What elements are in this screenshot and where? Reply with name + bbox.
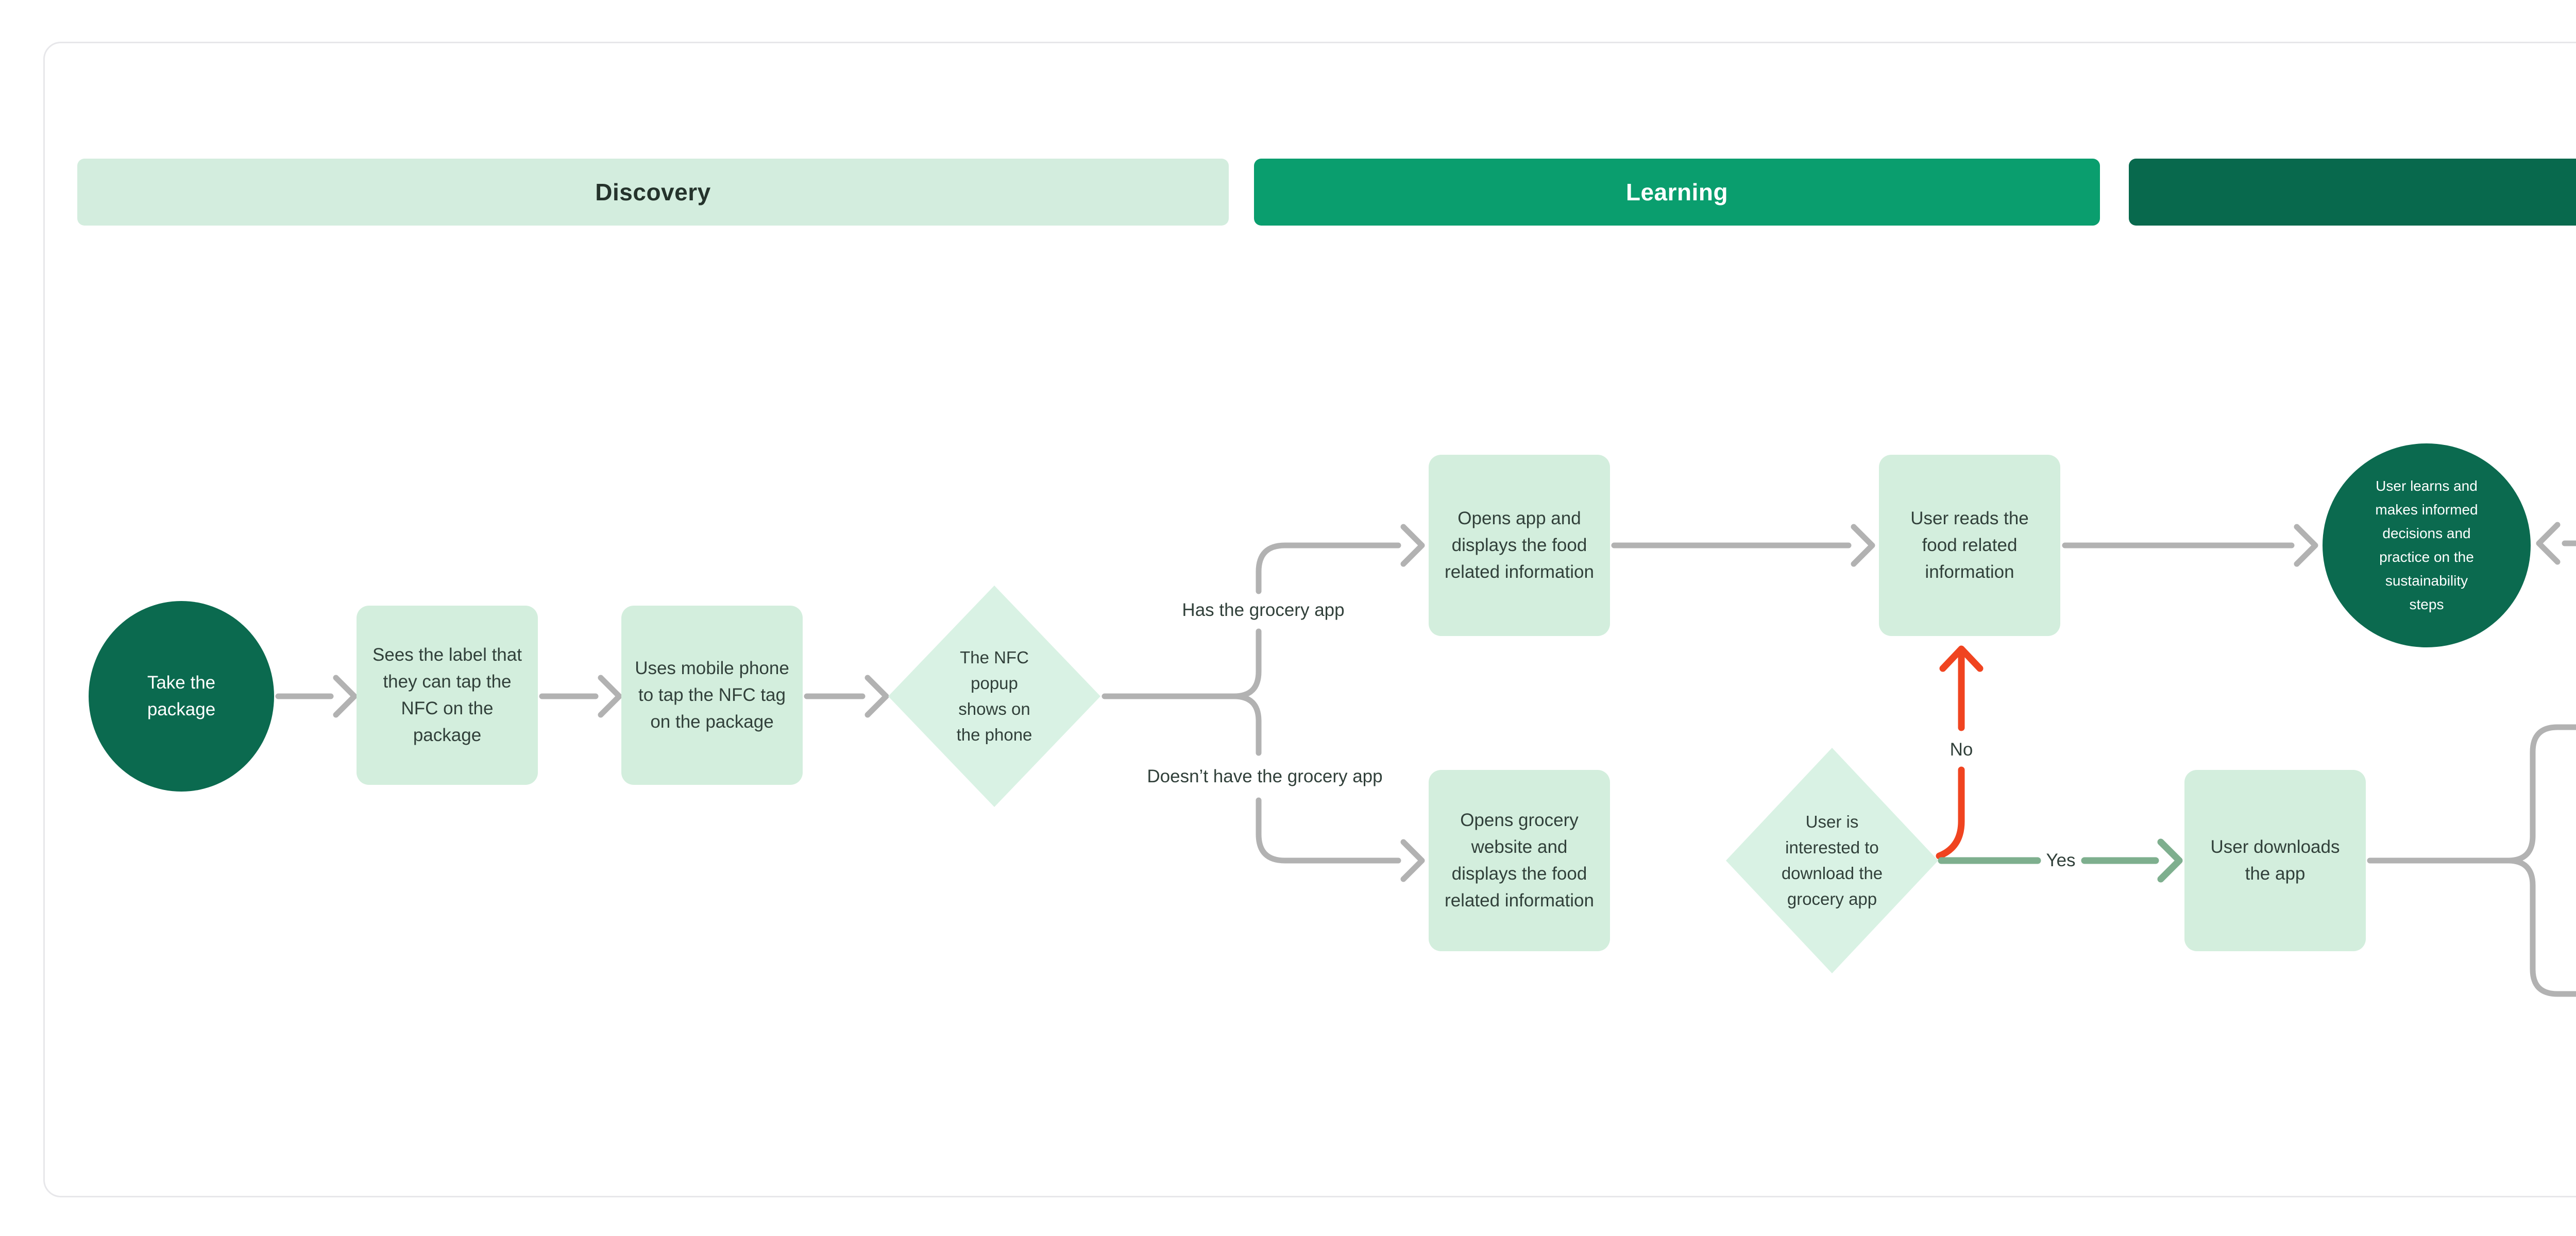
- node-opens-website-text: Opens grocery website and displays the f…: [1445, 810, 1594, 911]
- node-interested-text: User is interested to download the groce…: [1781, 812, 1883, 908]
- node-user-learns-text: User learns and makes informed decisions…: [2375, 478, 2478, 612]
- arrowhead: [865, 675, 889, 718]
- node-uses-phone-text: Uses mobile phone to tap the NFC tag on …: [635, 658, 789, 732]
- edge-label-yes: Yes: [2046, 850, 2076, 870]
- edge-label-has-app: Has the grocery app: [1182, 600, 1345, 620]
- edge-downloads-to-creates: [2505, 857, 2576, 997]
- edge-hasapp-to-opensapp: [1256, 542, 1401, 594]
- node-opens-app-text: Opens app and displays the food related …: [1445, 508, 1594, 582]
- node-uses-phone[interactable]: Uses mobile phone to tap the NFC tag on …: [621, 606, 803, 785]
- node-user-learns[interactable]: User learns and makes informed decisions…: [2323, 443, 2531, 647]
- node-nfc-popup-text: The NFC popup shows on the phone: [956, 648, 1032, 744]
- arrowhead: [2294, 524, 2318, 567]
- arrowhead: [333, 675, 358, 718]
- node-take-package[interactable]: Take the package: [89, 601, 274, 792]
- node-downloads-app[interactable]: User downloads the app: [2184, 770, 2366, 951]
- phase-label-learning: Learning: [1625, 179, 1728, 205]
- phase-band-discovery[interactable]: Discovery: [77, 159, 1229, 226]
- edge-no-lower: [1936, 766, 1965, 860]
- node-sees-label-text: Sees the label that they can tap the NFC…: [372, 645, 522, 745]
- node-sees-label[interactable]: Sees the label that they can tap the NFC…: [357, 606, 538, 785]
- node-take-package-label: Take the package: [147, 673, 216, 719]
- arrowhead: [2536, 522, 2561, 565]
- no-connector: [1936, 645, 1984, 860]
- arrowhead: [1400, 839, 1425, 882]
- node-opens-app[interactable]: Opens app and displays the food related …: [1429, 455, 1610, 636]
- edge-downloads-to-guest: [2367, 724, 2576, 864]
- arrowhead-up-red: [1939, 645, 1984, 672]
- phase-band-realising[interactable]: Realising: [2129, 159, 2576, 226]
- arrowhead-green: [2157, 838, 2183, 883]
- edge-label-no-app: Doesn’t have the grocery app: [1147, 766, 1383, 786]
- yes-connector: [1938, 838, 2183, 883]
- arrowhead: [598, 675, 622, 718]
- edge-noapp-to-website: [1256, 797, 1401, 864]
- arrowhead: [1400, 524, 1425, 567]
- node-opens-website[interactable]: Opens grocery website and displays the f…: [1429, 770, 1610, 951]
- edge-split-up: [1101, 628, 1262, 699]
- edge-saves-return-to-learns: [2562, 540, 2576, 546]
- node-user-reads[interactable]: User reads the food related information: [1879, 455, 2060, 636]
- phase-label-discovery: Discovery: [595, 179, 711, 205]
- node-user-reads-text: User reads the food related information: [1910, 508, 2029, 582]
- edge-label-no: No: [1950, 740, 1973, 760]
- gray-connectors: [275, 522, 2576, 997]
- arrowhead: [1851, 524, 1875, 567]
- edge-split-down: [1231, 693, 1262, 756]
- phase-band-learning[interactable]: Learning: [1254, 159, 2100, 226]
- node-downloads-app-text: User downloads the app: [2210, 837, 2340, 884]
